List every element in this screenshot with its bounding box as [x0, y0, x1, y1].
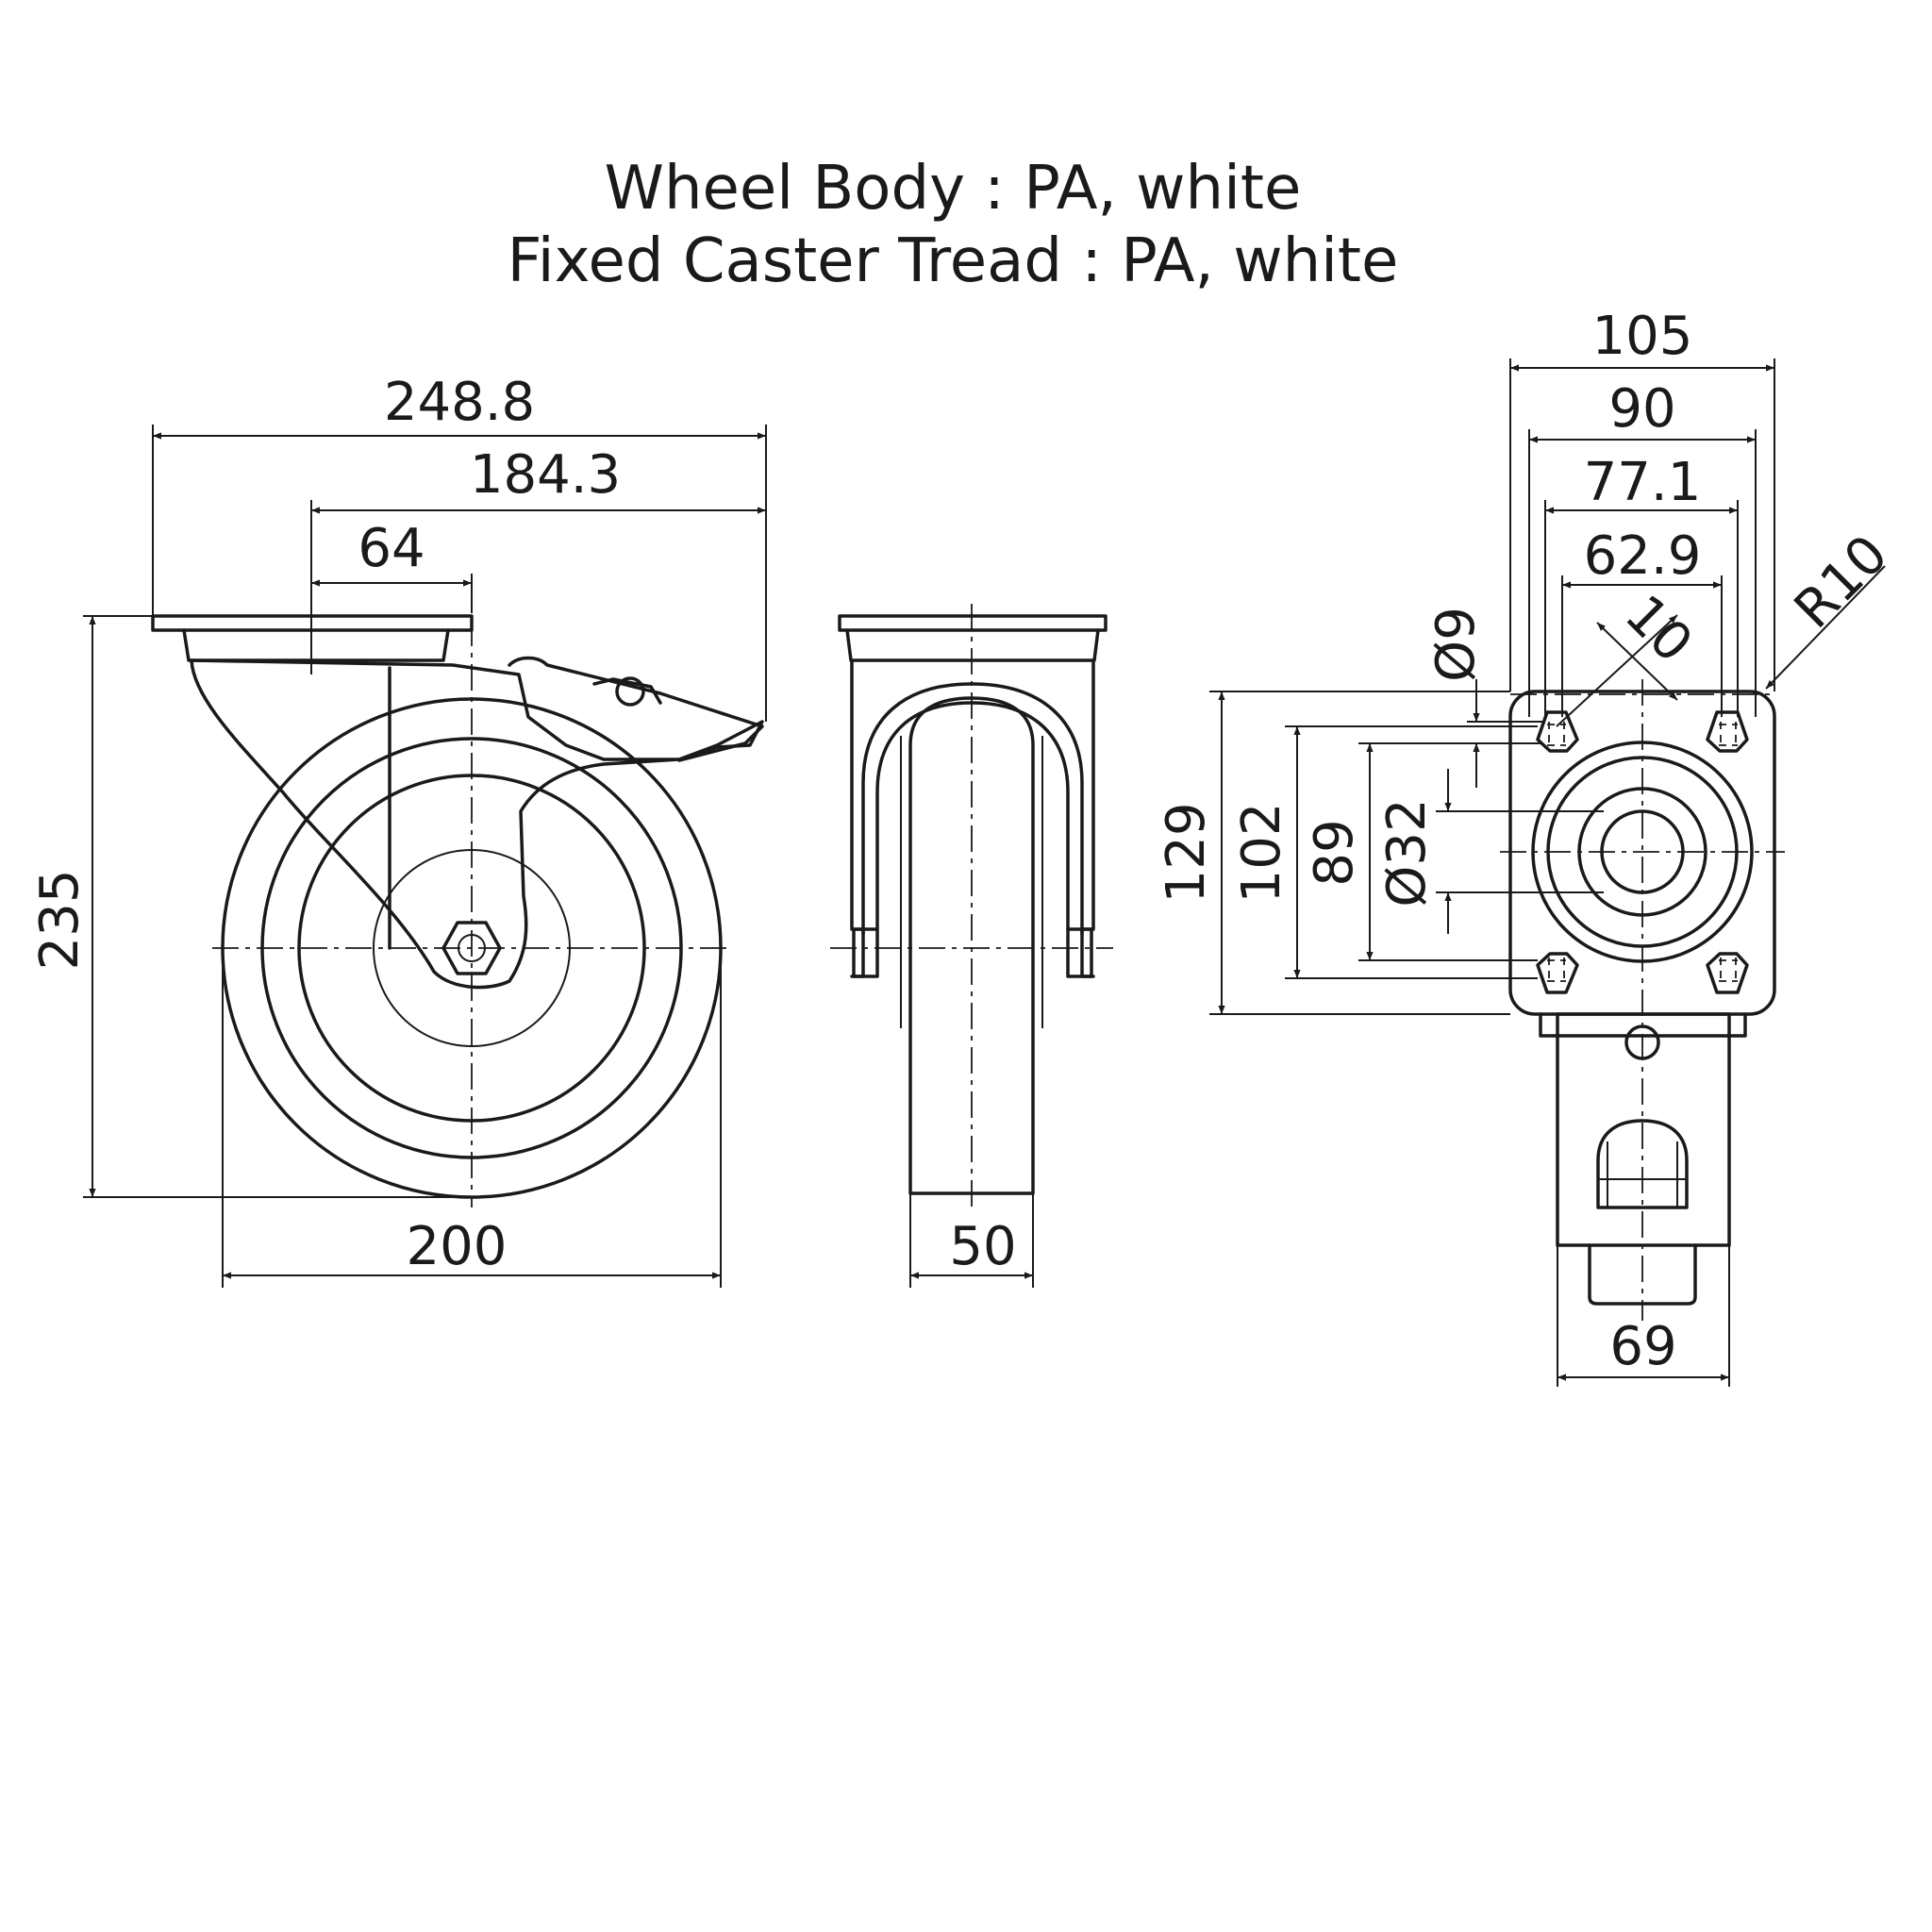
dim-hole-spacing-y-inner: 89 [1304, 819, 1365, 886]
dim-plate-length: 129 [1156, 803, 1217, 904]
dim-line-corner-radius [1765, 565, 1886, 690]
title-block: Wheel Body : PA, white Fixed Caster Trea… [508, 154, 1399, 296]
dim-hole-spacing-y-outer: 102 [1231, 803, 1292, 904]
top-brake-cap [1596, 1119, 1689, 1209]
dim-bore-diameter: Ø32 [1376, 798, 1438, 907]
dim-plate-to-brake: 184.3 [470, 444, 621, 506]
top-view [1500, 679, 1785, 1321]
side-brake-pedal [508, 656, 764, 762]
side-view [151, 575, 764, 1208]
dim-overall-length: 248.8 [384, 372, 535, 433]
top-leg [1556, 1012, 1731, 1247]
dim-slot-inner: 62.9 [1584, 525, 1702, 587]
dim-line-slot-width-2 [1596, 622, 1678, 701]
dim-corner-radius: R10 [1783, 524, 1900, 641]
dim-slot-outer: 77.1 [1584, 452, 1702, 513]
front-swivel-housing [845, 628, 1100, 662]
side-brake-bracket [592, 677, 662, 705]
side-swivel-housing [182, 628, 450, 662]
dim-wheel-diameter: 200 [407, 1216, 508, 1277]
dim-wheel-width: 50 [949, 1216, 1016, 1277]
dim-hole-spacing-outer: 90 [1608, 378, 1675, 440]
front-axle-nut-left [852, 927, 879, 978]
front-top-plate [838, 614, 1108, 632]
dim-plate-width: 105 [1592, 306, 1693, 367]
title-line-2: Fixed Caster Tread : PA, white [508, 226, 1399, 296]
mounting-hole [1536, 710, 1579, 753]
dim-leg-width: 69 [1609, 1316, 1676, 1377]
title-line-1: Wheel Body : PA, white [605, 154, 1302, 224]
side-view-dimensions: 248.8 184.3 64 235 200 [29, 372, 767, 1288]
front-view-dimensions: 50 [909, 1193, 1034, 1288]
mounting-hole [1706, 710, 1749, 753]
front-axle-nut-right [1066, 927, 1093, 978]
top-view-dimensions: 105 90 77.1 62.9 10 R10 Ø9 129 [1156, 306, 1900, 1387]
mounting-hole [1536, 952, 1579, 994]
side-brake-pivot [615, 676, 645, 707]
side-fork [190, 658, 764, 990]
dim-hole-diameter: Ø9 [1425, 607, 1487, 682]
front-view [830, 604, 1113, 1208]
dim-height: 235 [29, 870, 91, 971]
mounting-hole [1706, 952, 1749, 994]
front-fork-arch-outer [861, 682, 1084, 936]
dim-plate-offset: 64 [358, 518, 425, 579]
front-fork-arch-inner [875, 701, 1070, 931]
